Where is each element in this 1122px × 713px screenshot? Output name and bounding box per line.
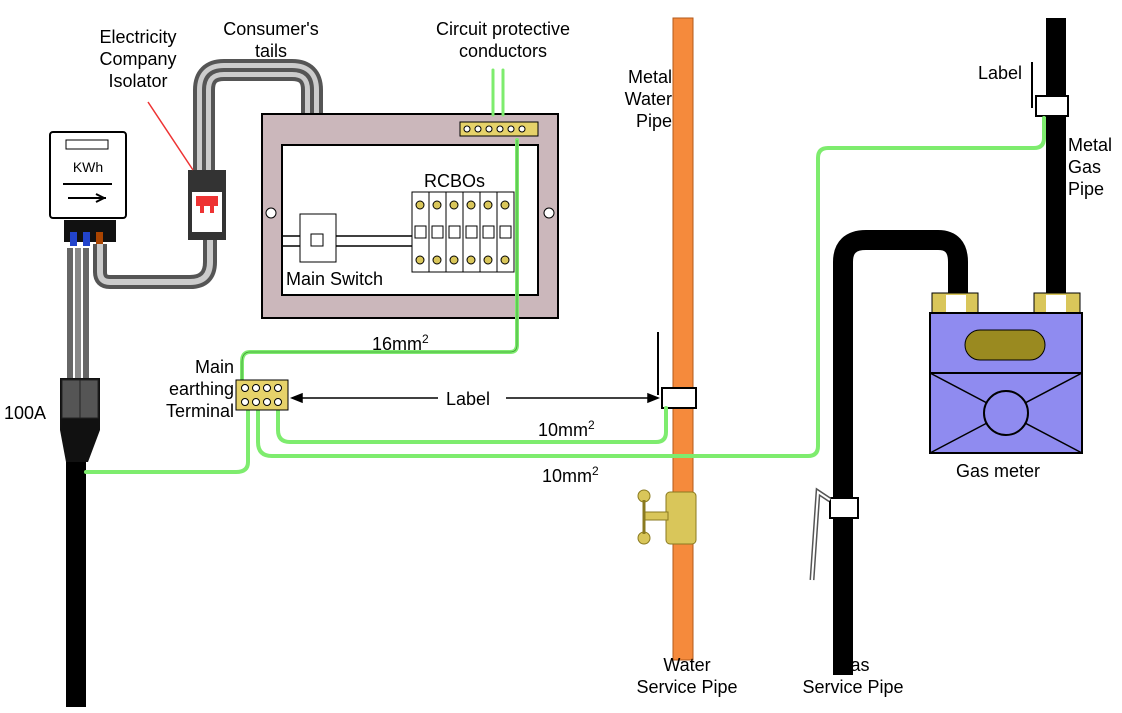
gas-meter-pipe [1046, 18, 1066, 300]
water-service-pipe [672, 17, 694, 661]
meter-tails [67, 248, 89, 378]
consumer-unit [261, 113, 559, 319]
conductor-10mm-gas-label: 10mm2 [542, 464, 599, 486]
gas-meter-label: Gas meter [956, 461, 1041, 481]
water-bonding-clamp [661, 387, 697, 409]
consumers-tails [93, 59, 323, 289]
electricity-meter [49, 131, 127, 246]
gas-service-pipe [833, 230, 968, 675]
gas-valve [809, 487, 859, 581]
rcbo-modules [414, 192, 512, 272]
water-stopcock [637, 489, 697, 545]
label-mid: Label [446, 389, 491, 409]
earth-conductor-outline [241, 140, 518, 380]
rcbo-terminal-screws [415, 200, 510, 265]
isolator [188, 170, 226, 240]
main-earthing-terminal [235, 379, 289, 411]
isolator-leader [147, 101, 194, 171]
label-top: Label [978, 63, 1023, 83]
cpc-earth-bar-terminals [463, 125, 526, 133]
meter-kwh-label: KWh [72, 159, 104, 175]
earth-conductors [84, 68, 1046, 474]
gas-bonding-clamp [1035, 95, 1069, 117]
conductor-10mm-water-label: 10mm2 [538, 418, 595, 440]
main-switch-label: Main Switch [286, 269, 384, 289]
rcbos-label: RCBOs [424, 171, 486, 191]
supply-cable [66, 462, 86, 707]
label-arrow [289, 392, 661, 404]
gas-meter [929, 292, 1083, 454]
conductor-16mm-label: 16mm2 [372, 332, 429, 354]
fuse-rating-label: 100A [4, 403, 47, 423]
